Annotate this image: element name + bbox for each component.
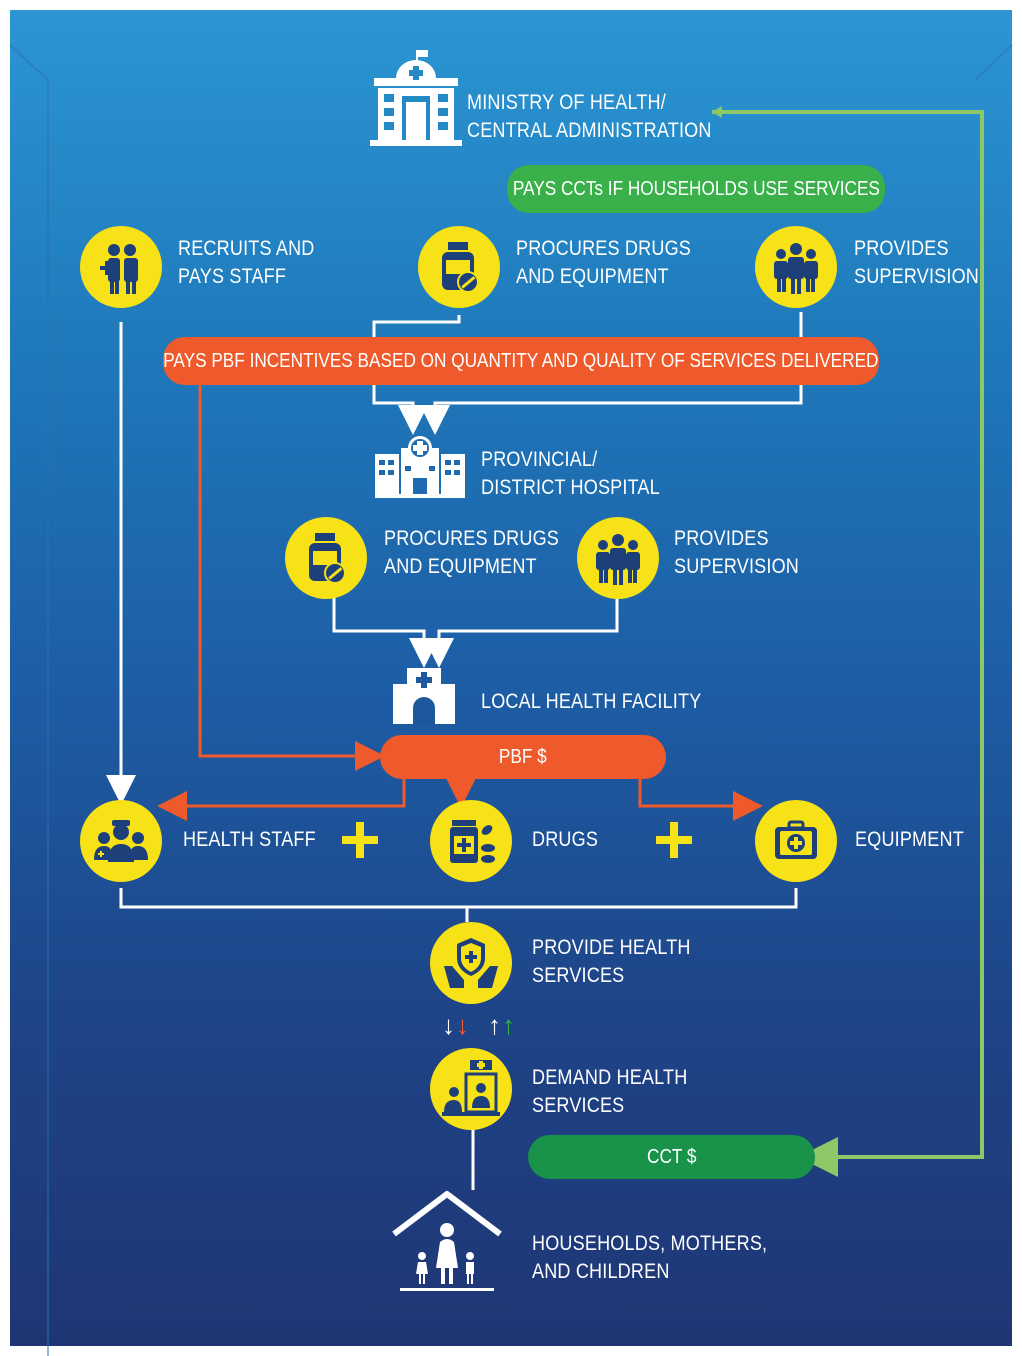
down-arrow-orange-icon: ↓ xyxy=(456,1010,469,1040)
pbf-to-equipment-line xyxy=(638,778,763,821)
down-arrow-white-icon: ↓ xyxy=(442,1010,455,1040)
drugs-label: DRUGS xyxy=(532,828,599,851)
clinic-icon xyxy=(393,664,455,724)
provincial-supervision-line xyxy=(424,596,619,668)
recruits-label: RECRUITS AND PAYS STAFF xyxy=(178,237,315,288)
pbf-to-staff-line xyxy=(157,778,406,821)
up-arrow-white-icon: ↑ xyxy=(488,1010,501,1040)
plus-icon xyxy=(656,822,692,858)
ministry-label: MINISTRY OF HEALTH/ CENTRAL ADMINISTRATI… xyxy=(467,91,712,142)
pbf-money-pill: PBF $ xyxy=(380,735,666,779)
pays-cct-pill: PAYS CCTs IF HOUSEHOLDS USE SERVICES xyxy=(507,165,885,213)
procures-label-top: PROCURES DRUGS AND EQUIPMENT xyxy=(516,237,692,288)
health-staff-icon xyxy=(80,800,162,882)
supervision-label-top: PROVIDES SUPERVISION xyxy=(854,237,980,288)
supervision-label-mid: PROVIDES SUPERVISION xyxy=(674,527,800,578)
protected-care-icon xyxy=(430,922,512,1004)
pbf-incentive-line xyxy=(198,380,385,771)
inputs-bracket xyxy=(119,888,798,922)
health-staff-label: HEALTH STAFF xyxy=(183,828,316,851)
patient-clinic-icon xyxy=(430,1048,512,1130)
procures-label-mid: PROCURES DRUGS AND EQUIPMENT xyxy=(384,527,560,578)
demand-label: DEMAND HEALTH SERVICES xyxy=(532,1066,688,1117)
household-icon xyxy=(392,1190,502,1294)
pbf-incentives-pill: PAYS PBF INCENTIVES BASED ON QUANTITY AN… xyxy=(163,337,879,385)
cct-money-pill: CCT $ xyxy=(528,1135,815,1179)
provincial-label: PROVINCIAL/ DISTRICT HOSPITAL xyxy=(481,448,660,499)
households-label: HOUSEHOLDS, MOTHERS, AND CHILDREN xyxy=(532,1232,768,1283)
equipment-label: EQUIPMENT xyxy=(855,828,964,851)
up-arrow-green-icon: ↑ xyxy=(502,1010,515,1040)
supervisors-icon xyxy=(577,517,659,599)
diagram-background xyxy=(10,10,1012,1346)
provide-label: PROVIDE HEALTH SERVICES xyxy=(532,936,691,987)
supervisors-icon xyxy=(755,226,837,308)
medical-kit-icon xyxy=(755,800,837,882)
medicine-bottle-icon xyxy=(418,226,500,308)
cct-flow-line xyxy=(712,110,984,1177)
drugs-icon xyxy=(430,800,512,882)
medicine-bottle-icon xyxy=(285,517,367,599)
hospital-icon xyxy=(375,434,465,498)
plus-icon xyxy=(342,822,378,858)
local-facility-label: LOCAL HEALTH FACILITY xyxy=(481,690,702,713)
staff-icon xyxy=(80,226,162,308)
provincial-supply-line xyxy=(332,596,439,668)
ministry-building-icon xyxy=(370,48,462,148)
